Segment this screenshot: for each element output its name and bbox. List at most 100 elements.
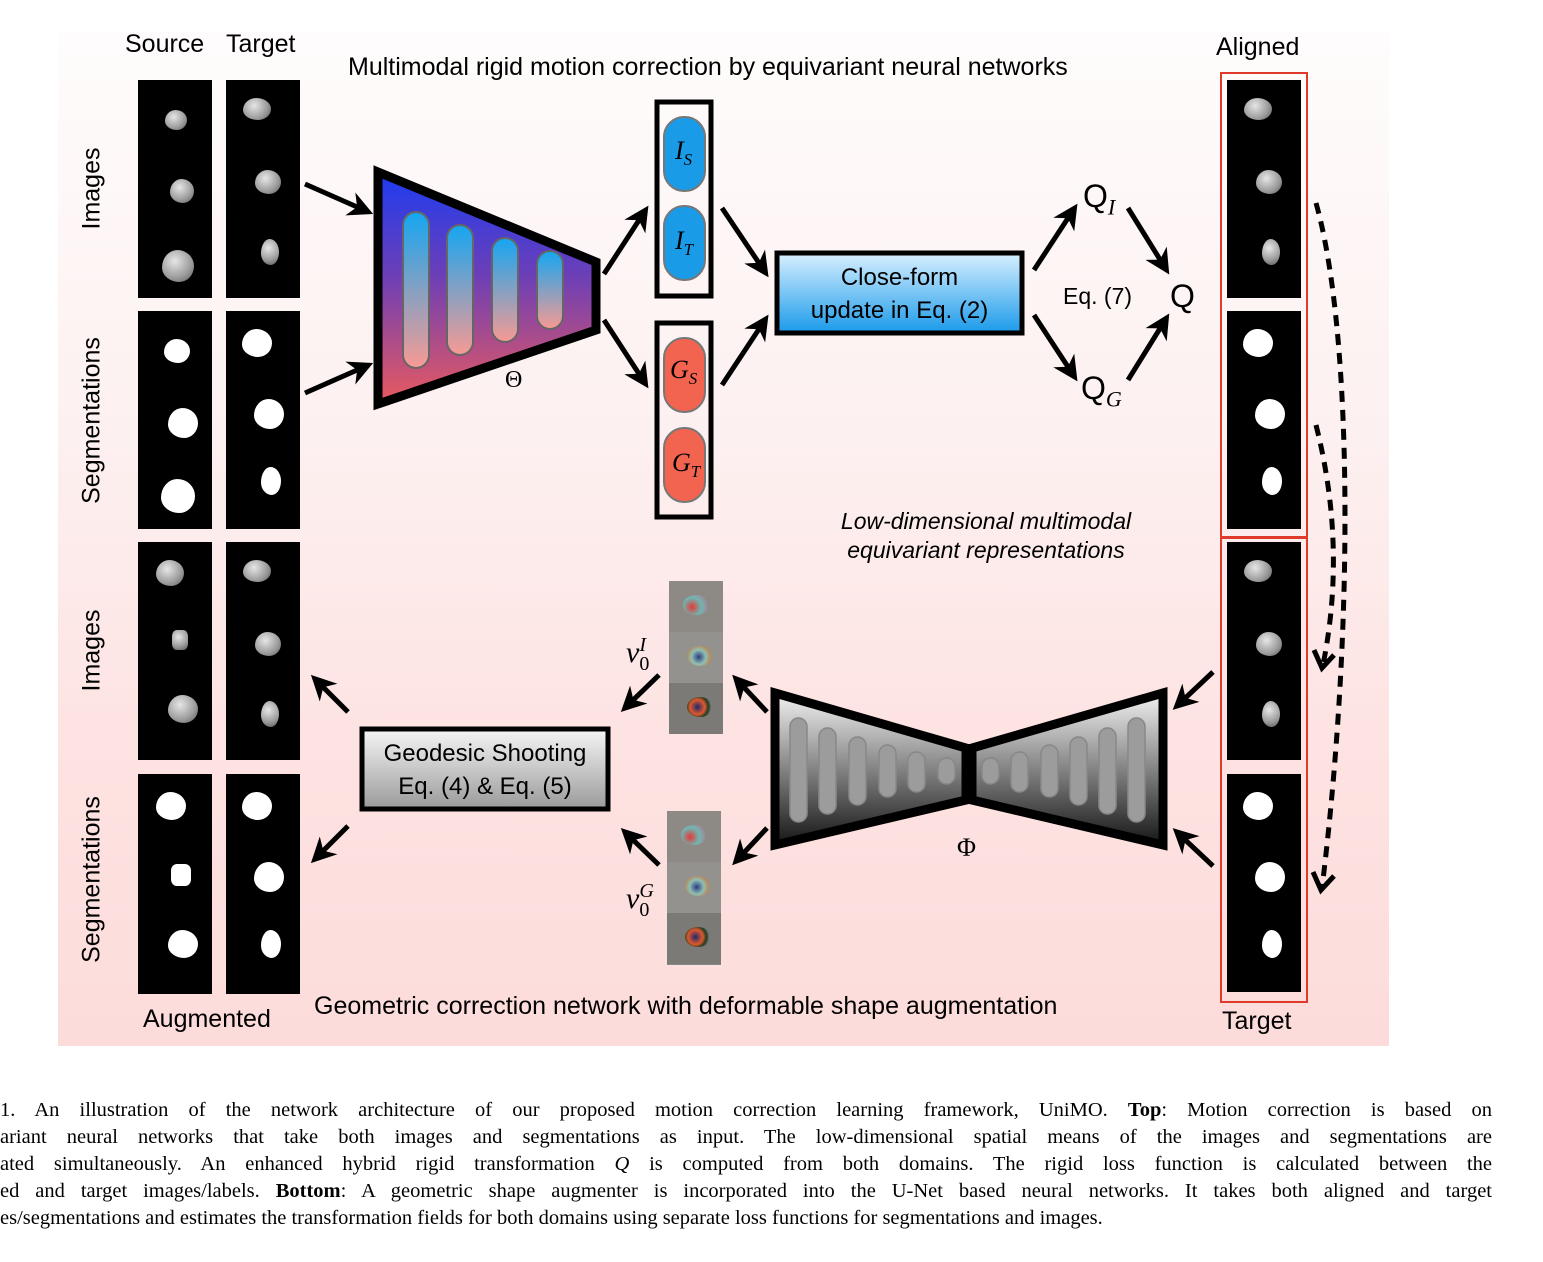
target-segmentation-strip-bottom (226, 774, 300, 994)
seg-source-label: GS (670, 355, 698, 389)
bottom-section-title: Geometric correction network with deform… (314, 992, 1058, 1020)
theta-symbol: Θ (505, 367, 523, 393)
target-segmentation-strip-right (1227, 774, 1301, 992)
brain-slice (156, 560, 184, 586)
q-image-node: QI (1083, 178, 1116, 220)
seg-target-label: GT (672, 448, 701, 482)
arrow-image-features-to-closed-form (719, 206, 769, 278)
brain-slice (261, 701, 279, 727)
figure-caption: 1. An illustration of the network archit… (0, 1097, 1492, 1232)
flow-arrows (303, 181, 1215, 868)
feature-layer (446, 224, 474, 356)
segmentation-mask (168, 408, 198, 438)
brain-slice (172, 630, 188, 650)
arrow-aligned-segs-to-unet (1172, 828, 1215, 868)
caption-line: ariant neural networks that take both im… (0, 1126, 1492, 1148)
top-section-title: Multimodal rigid motion correction by eq… (348, 53, 1068, 81)
seg-velocity-field-strip (667, 811, 721, 965)
segmentation-mask (242, 329, 272, 357)
image-target-feature (663, 205, 706, 281)
eq7-label: Eq. (7) (1063, 283, 1133, 309)
segmentation-mask (168, 930, 198, 958)
feature-layer (536, 250, 564, 330)
aligned-segmentation-strip (1227, 311, 1301, 529)
geodesic-shooting-label: Geodesic Shooting Eq. (4) & Eq. (5) (383, 740, 587, 800)
arrow-seg-velocity-to-geodesic (620, 828, 661, 867)
brain-slice (1262, 239, 1280, 265)
unet-layer (937, 757, 956, 785)
dashed-feedback-arrows (1313, 202, 1348, 889)
brain-slice (1256, 632, 1282, 656)
arrow-encoder-to-seg-features (601, 318, 649, 389)
image-target-label: IT (675, 226, 694, 260)
image-source-feature (663, 116, 706, 192)
closed-form-update-box (774, 250, 1025, 336)
segmentation-mask (242, 792, 272, 820)
image-source-label: IS (675, 136, 693, 170)
arrow-seg-features-to-closed-form (719, 314, 769, 387)
unet-layer (1069, 736, 1088, 806)
caption-line: ated simultaneously. An enhanced hybrid … (0, 1153, 1492, 1175)
brain-slice (261, 239, 279, 265)
brain-slice (255, 170, 281, 194)
seg-feature-box (654, 320, 714, 520)
dashed-arrow-aligned-images-to-target-segs (1313, 202, 1348, 889)
segmentation-mask (254, 399, 284, 429)
equivariant-encoder-theta (373, 165, 601, 411)
segmentation-mask (261, 467, 281, 495)
brain-slice (1262, 701, 1280, 727)
unet-layer (907, 751, 926, 793)
caption-line: 1. An illustration of the network archit… (0, 1099, 1492, 1121)
dashed-arrow-heads (1310, 648, 1336, 895)
source-column-label: Source (125, 30, 205, 58)
caption-line: ed and target images/labels. Bottom: A g… (0, 1180, 1492, 1202)
dashed-arrowhead (1311, 648, 1336, 673)
velocity-field-slice (667, 913, 721, 964)
arrow-geodesic-to-augmented-images (310, 674, 350, 714)
q-seg-node: QG (1081, 370, 1122, 412)
caption-line: es/segmentations and estimates the trans… (0, 1207, 1103, 1229)
target-group-box (1220, 537, 1308, 1003)
segmentation-mask (1243, 792, 1273, 820)
brain-slice (255, 632, 281, 656)
dashed-arrowhead (1310, 870, 1336, 895)
arrow-images-to-encoder (303, 181, 374, 216)
phi-symbol: Φ (957, 833, 977, 862)
target-column-label-bottom: Target (1222, 1007, 1292, 1035)
segmentation-mask (161, 479, 195, 513)
target-image-strip-right (1227, 542, 1301, 760)
closed-form-label: Close-form update in Eq. (2) (810, 264, 989, 324)
target-column-label: Target (226, 30, 296, 58)
unet-phi (770, 687, 1168, 851)
unet-layer (789, 717, 808, 823)
aligned-column-label: Aligned (1216, 33, 1300, 61)
geodesic-shooting-box (359, 726, 611, 812)
segmentation-mask (1255, 399, 1285, 429)
arrow-q-seg-to-q (1125, 313, 1170, 382)
brain-slice (168, 695, 198, 723)
segmentation-mask (254, 862, 284, 892)
augmented-image-strip (138, 542, 212, 760)
brain-slice (243, 560, 271, 582)
arrow-unet-to-image-velocity (732, 674, 769, 714)
unet-layer (1127, 717, 1146, 823)
arrow-aligned-images-to-unet (1172, 670, 1215, 710)
unet-layer (818, 727, 837, 815)
unet-layer (878, 744, 897, 798)
unet-layer (1040, 744, 1059, 798)
segmentation-mask (1262, 930, 1282, 958)
brain-slice (170, 179, 194, 203)
representation-note: Low-dimensional multimodal equivariant r… (840, 508, 1132, 563)
brain-slice (243, 98, 271, 120)
segmentation-mask (156, 792, 186, 820)
arrow-to-q-image (1031, 203, 1078, 272)
seg-target-feature (663, 427, 706, 503)
arrow-to-q-seg (1031, 313, 1078, 382)
source-segmentation-strip (138, 311, 212, 529)
brain-slice (1244, 98, 1272, 120)
segmentation-mask (1243, 329, 1273, 357)
unet-layer (848, 736, 867, 806)
